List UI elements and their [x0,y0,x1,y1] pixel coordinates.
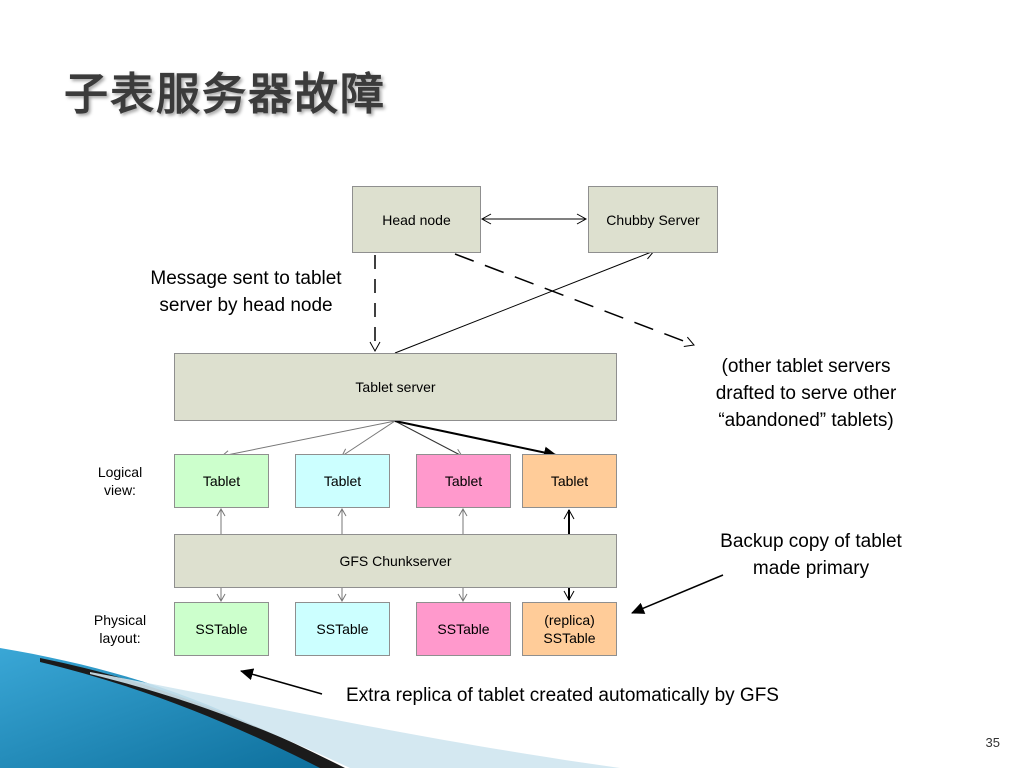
tablet-label: Tablet [550,473,589,489]
swoosh-blue-band [0,648,330,768]
tablet-box-2: Tablet [295,454,390,508]
logical-view-label: Logical view: [88,463,152,499]
fanout-tablet-2 [341,420,396,457]
backup-annotation-line2: made primary [752,558,870,579]
fanout-tablet-4 [394,420,557,459]
other-servers-line2: drafted to serve other [715,383,897,404]
other-servers-line3: “abandoned” tablets) [718,410,894,431]
replica-sstable-label-line2: SSTable [543,630,596,646]
tablet-box-1: Tablet [174,454,269,508]
replica-sstable-box: (replica) SSTable [522,602,617,656]
extra-replica-annotation: Extra replica of tablet created automati… [346,682,779,709]
sstable-box-1: SSTable [174,602,269,656]
head-node-box: Head node [352,186,481,253]
head-node-label: Head node [382,211,451,228]
sstable-label: SSTable [195,621,248,637]
message-annotation-line1: Message sent to tablet [150,268,342,289]
tablet-server-box: Tablet server [174,353,617,421]
physical-layout-line2: layout: [99,630,141,646]
backup-annotation: Backup copy of tablet made primary [696,528,926,582]
slide-title: 子表服务器故障 [64,69,386,120]
tablet-box-3: Tablet [416,454,511,508]
other-servers-line1: (other tablet servers [721,356,891,377]
tablet-label: Tablet [202,473,241,489]
tablet-box-4: Tablet [522,454,617,508]
logical-view-line2: view: [104,482,136,498]
message-annotation-line2: server by head node [159,295,333,316]
sstable-box-3: SSTable [416,602,511,656]
tablet-server-to-chubby-connector [394,249,655,354]
tablet-label: Tablet [323,473,362,489]
head-to-other-servers-dashed [454,253,695,347]
chubby-server-box: Chubby Server [588,186,718,253]
sstable-box-2: SSTable [295,602,390,656]
chubby-server-label: Chubby Server [606,212,700,228]
gfs-chunkserver-box: GFS Chunkserver [174,534,617,588]
swoosh-light-band [90,672,620,768]
tablet-label: Tablet [444,473,483,489]
extra-replica-text: Extra replica of tablet created automati… [346,685,779,706]
physical-layout-label: Physical layout: [86,611,154,647]
logical-view-line1: Logical [97,464,143,480]
fanout-tablet-1 [221,420,396,460]
fanout-tablet-3 [394,420,463,457]
tablet-server-label: Tablet server [355,379,436,395]
gfs-chunkserver-label: GFS Chunkserver [339,553,452,569]
backup-annotation-line1: Backup copy of tablet [720,531,902,552]
physical-layout-line1: Physical [93,612,147,628]
replica-sstable-label-line1: (replica) [544,612,595,628]
other-servers-annotation: (other tablet servers drafted to serve o… [688,353,924,434]
sstable-label: SSTable [316,621,369,637]
page-number: 35 [985,735,1000,750]
message-annotation: Message sent to tablet server by head no… [126,265,366,319]
decorative-swoosh [0,648,620,768]
sstable-label: SSTable [437,621,490,637]
swoosh-dark-band [40,658,345,768]
